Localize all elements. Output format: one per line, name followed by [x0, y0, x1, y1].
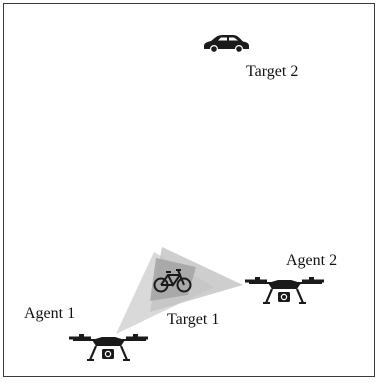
- scene-frame: [3, 3, 375, 377]
- car-icon: [204, 35, 249, 54]
- camera-icon: [102, 349, 114, 359]
- agent1-label: Agent 1: [24, 305, 76, 322]
- target2-label: Target 2: [246, 63, 299, 80]
- target1-label: Target 1: [167, 311, 220, 328]
- agent2-label: Agent 2: [286, 252, 338, 269]
- drone-icon: [245, 277, 324, 304]
- fov-overlap-region: [150, 258, 196, 301]
- drone-icon: [69, 334, 148, 361]
- bicycle-icon: [153, 269, 192, 293]
- camera-icon: [278, 292, 290, 302]
